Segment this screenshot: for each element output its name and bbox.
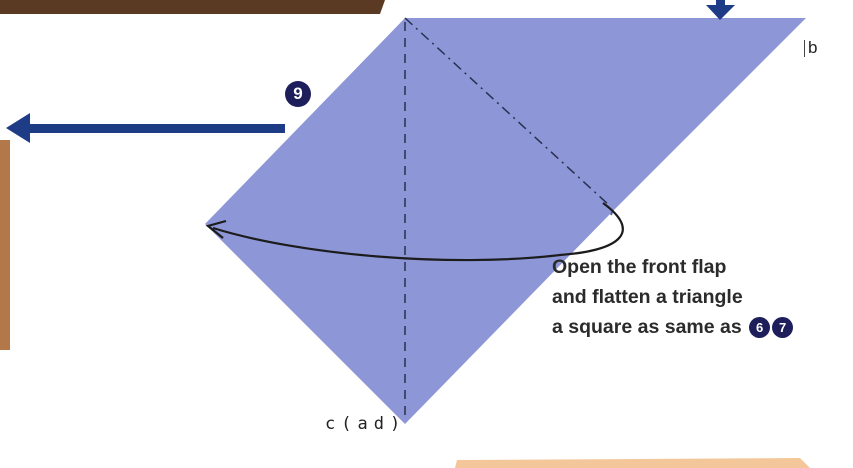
corner-label-b: b bbox=[803, 38, 818, 57]
mountain-fold-line bbox=[404, 17, 611, 207]
instruction-line-2: and flatten a triangle bbox=[552, 286, 743, 308]
next-step-arrow-shaft bbox=[26, 124, 285, 133]
reference-step-7-badge: 7 bbox=[772, 317, 794, 338]
instruction-line-1: Open the front flap bbox=[552, 256, 727, 278]
paper-base bbox=[205, 18, 806, 424]
open-flap-curved-arrow bbox=[212, 202, 624, 262]
next-step-arrow-head-icon bbox=[6, 113, 30, 143]
reference-step-6-badge: 6 bbox=[749, 317, 771, 338]
paper-edge-shadow bbox=[610, 211, 613, 216]
corner-label-bottom: c(ad) bbox=[325, 414, 407, 434]
step-number-badge: 9 bbox=[285, 81, 311, 107]
background-photo-left-edge bbox=[0, 140, 10, 350]
down-arrow-shaft bbox=[716, 0, 725, 6]
instruction-text: Open the front flap and flatten a triang… bbox=[552, 252, 794, 342]
background-photo-top-left bbox=[0, 0, 385, 14]
instruction-line-3-text: a square as same as bbox=[552, 316, 742, 338]
background-photo-bottom-right bbox=[455, 458, 810, 468]
curved-arrow-head-icon bbox=[205, 219, 227, 239]
down-arrow-head-icon bbox=[706, 5, 735, 20]
